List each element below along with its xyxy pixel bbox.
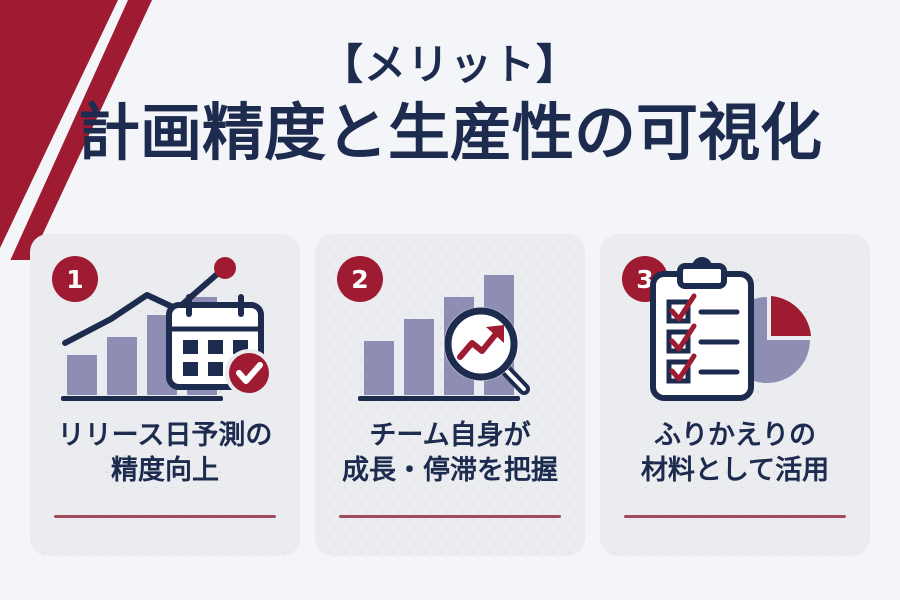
benefit-card-1[interactable]: 1 [30, 234, 300, 556]
card-1-line-2: 精度向上 [111, 455, 219, 487]
benefit-card-list: 1 [30, 234, 870, 556]
benefit-card-3[interactable]: 3 [600, 234, 870, 556]
bar-chart-trend-calendar-check-icon [30, 252, 300, 412]
card-3-line-1: ふりかえりの [654, 420, 816, 451]
card-3-text: ふりかえりの 材料として活用 [600, 418, 870, 488]
card-number-badge: 2 [337, 256, 383, 302]
card-2-text: チーム自身が 成長・停滞を把握 [315, 418, 585, 488]
card-3-line-2: 材料として活用 [640, 455, 830, 487]
card-2-underline [339, 515, 561, 518]
card-1-text: リリース日予測の 精度向上 [30, 418, 300, 488]
clipboard-checklist-pie-chart-icon [600, 252, 870, 412]
card-number-badge: 1 [52, 256, 98, 302]
title-kicker: 【メリット】 [320, 40, 579, 89]
card-1-line-1: リリース日予測の [57, 420, 273, 451]
card-2-line-1: チーム自身が [369, 420, 531, 451]
benefit-card-2[interactable]: 2 [315, 234, 585, 556]
card-2-line-2: 成長・停滞を把握 [342, 455, 558, 487]
bar-chart-magnifier-arrow-icon [315, 252, 585, 412]
card-3-underline [624, 515, 846, 518]
card-1-underline [54, 515, 276, 518]
title-block: 【メリット】 計画精度と生産性の可視化 [0, 44, 900, 164]
page-title: 計画精度と生産性の可視化 [77, 96, 822, 169]
